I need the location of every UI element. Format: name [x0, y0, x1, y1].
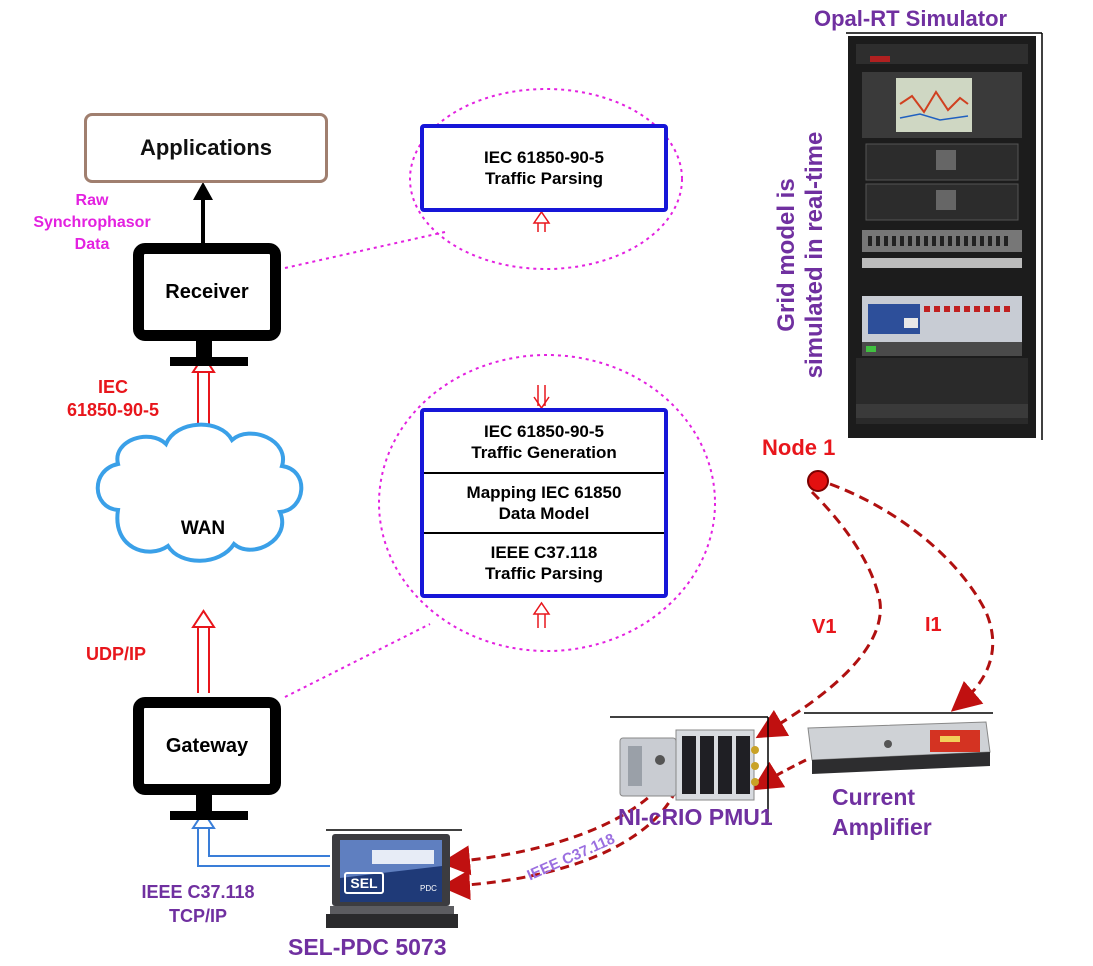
amplifier-label-line-1: Current [832, 784, 916, 810]
ieee-tcp-line-2: TCP/IP [168, 906, 227, 926]
receiver-protocol-line-1: IEC [97, 377, 128, 397]
raw-data-line-1: Raw [75, 192, 109, 209]
receiver-stack-line-2: Traffic Parsing [484, 169, 604, 188]
gateway-stack-input-arrow [532, 601, 551, 628]
amplifier-to-pmu-arrow [751, 758, 807, 791]
gateway-to-wan-arrow [191, 609, 216, 693]
receiver-node: Receiver [133, 243, 281, 366]
receiver-to-applications-arrow [193, 182, 213, 243]
pdc-screen-logo: SEL [344, 872, 384, 894]
receiver-stack-line-1: IEC 61850-90-5 [483, 148, 605, 167]
current-amplifier-image [804, 712, 993, 774]
pdc-label: SEL-PDC 5073 [288, 934, 447, 960]
gateway-stack-generation-line-1: IEC 61850-90-5 [483, 422, 605, 441]
amplifier-label: Current Amplifier [832, 782, 932, 842]
simulator-caption-line-2: simulated in real-time [801, 131, 828, 379]
receiver-protocol-line-2: 61850-90-5 [66, 400, 160, 420]
gateway-stack: IEC 61850-90-5 Traffic Generation Mappin… [420, 408, 668, 598]
receiver-callout-ellipse [409, 88, 683, 270]
node-1-dot [807, 470, 829, 492]
ni-crio-pmu-image [610, 716, 769, 822]
opal-rt-rack-image [846, 32, 1043, 440]
receiver-stack-parsing: IEC 61850-90-5 Traffic Parsing [424, 128, 664, 208]
raw-data-line-3: Data [74, 236, 110, 253]
i1-label: I1 [925, 614, 942, 636]
gateway-stack-parsing-line-2: Traffic Parsing [484, 564, 604, 583]
applications-box: Applications [84, 113, 328, 183]
gateway-node: Gateway [133, 697, 281, 820]
gateway-callout-leader [284, 623, 431, 698]
udp-label: UDP/IP [86, 644, 147, 664]
gateway-monitor-neck [196, 795, 212, 811]
gateway-stack-generation-line-2: Traffic Generation [471, 443, 617, 462]
v1-dashed-arrow [755, 490, 882, 739]
ieee-tcp-label: IEEE C37.118 TCP/IP [108, 880, 288, 928]
pdc-to-gateway-arrow [191, 810, 330, 867]
receiver-monitor-base [170, 357, 248, 366]
v1-label: V1 [812, 616, 837, 638]
gateway-stack-output-arrow [533, 385, 550, 410]
gateway-stack-mapping-line-2: Data Model [498, 504, 590, 523]
receiver-protocol-label: IEC 61850-90-5 [48, 376, 178, 422]
node-label: Node 1 [762, 435, 836, 460]
pmu-to-pdc-link-2 [440, 789, 678, 900]
simulator-caption: Grid model is simulated in real-time [773, 105, 831, 405]
raw-data-line-2: Synchrophasor [33, 214, 151, 231]
pmu-label: NI-cRIO PMU1 [618, 804, 773, 830]
receiver-parsing-input-arrow [532, 210, 551, 232]
wan-label: WAN [180, 518, 226, 539]
gateway-callout-ellipse [378, 354, 716, 652]
ieee-tcp-line-1: IEEE C37.118 [141, 882, 255, 902]
receiver-monitor: Receiver [133, 243, 281, 341]
receiver-stack: IEC 61850-90-5 Traffic Parsing [420, 124, 668, 212]
simulator-title: Opal-RT Simulator [814, 6, 1008, 31]
receiver-callout-leader [284, 231, 446, 269]
wan-cloud [95, 422, 304, 563]
gateway-monitor: Gateway [133, 697, 281, 795]
receiver-monitor-neck [196, 341, 212, 357]
gateway-stack-parsing: IEEE C37.118 Traffic Parsing [424, 532, 664, 592]
gateway-stack-mapping-line-1: Mapping IEC 61850 [466, 483, 622, 502]
i1-dashed-arrow [829, 482, 995, 712]
gateway-monitor-base [170, 811, 248, 820]
sel-pdc-image [326, 829, 462, 928]
gateway-stack-parsing-line-1: IEEE C37.118 [490, 543, 598, 562]
amplifier-label-line-2: Amplifier [832, 814, 932, 840]
gateway-stack-generation: IEC 61850-90-5 Traffic Generation [424, 412, 664, 472]
simulator-caption-line-1: Grid model is [773, 178, 800, 332]
pdc-screen-caption: PDC [420, 884, 437, 893]
gateway-stack-mapping: Mapping IEC 61850 Data Model [424, 472, 664, 532]
raw-data-label: Raw Synchrophasor Data [14, 190, 170, 256]
